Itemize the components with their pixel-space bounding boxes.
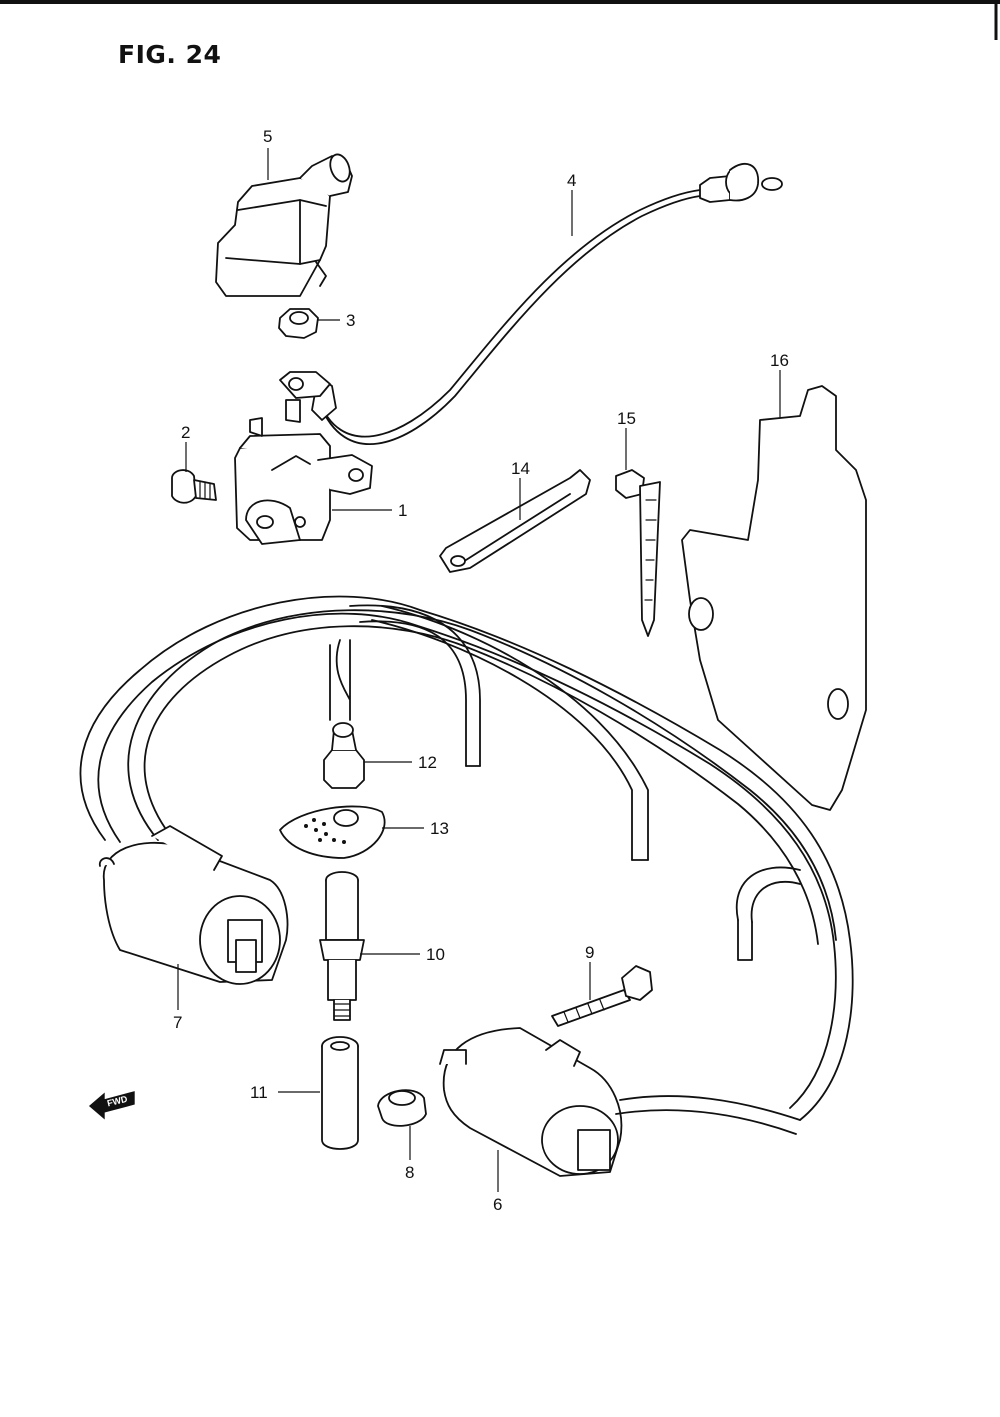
callout-16: 16 (770, 351, 789, 370)
callout-5: 5 (263, 127, 272, 146)
callout-7: 7 (173, 1013, 182, 1032)
part-15-cable-tie (615, 469, 661, 637)
callout-12: 12 (418, 753, 437, 772)
callout-15: 15 (617, 409, 636, 428)
part-9-bolt (551, 965, 653, 1027)
ignition-harness (79, 595, 854, 1121)
part-13-plate (279, 805, 386, 859)
callout-1: 1 (398, 501, 407, 520)
figure-title: FIG. 24 (118, 40, 222, 69)
callout-9: 9 (585, 943, 594, 962)
callout-6: 6 (493, 1195, 502, 1214)
callout-10: 10 (426, 945, 445, 964)
part-6-ignition-coil (439, 1027, 801, 1177)
part-5-cap (215, 153, 353, 297)
callout-labels: 5 3 4 16 15 14 2 1 12 13 10 9 7 11 8 6 (173, 127, 789, 1214)
part-4-lead-wire (311, 162, 783, 445)
part-3-nut (278, 308, 319, 339)
part-14-strap (439, 469, 591, 573)
fwd-label: FWD (106, 1094, 129, 1109)
callout-2: 2 (181, 423, 190, 442)
callout-3: 3 (346, 311, 355, 330)
callout-leaders (177, 148, 781, 1192)
part-8-collar (377, 1089, 427, 1127)
part-7-ignition-coil (98, 825, 289, 985)
callout-14: 14 (511, 459, 530, 478)
callout-13: 13 (430, 819, 449, 838)
part-11-tube (321, 1036, 359, 1150)
callout-4: 4 (567, 171, 576, 190)
part-16-cover-plate (681, 385, 867, 811)
part-1-starter-relay (234, 371, 373, 545)
part-12-grommet (323, 722, 365, 789)
callout-11: 11 (250, 1083, 268, 1102)
callout-8: 8 (405, 1163, 414, 1182)
part-10-joint (319, 871, 365, 1021)
part-2-bolt (171, 469, 217, 504)
forward-direction-arrow: FWD (88, 1091, 135, 1120)
